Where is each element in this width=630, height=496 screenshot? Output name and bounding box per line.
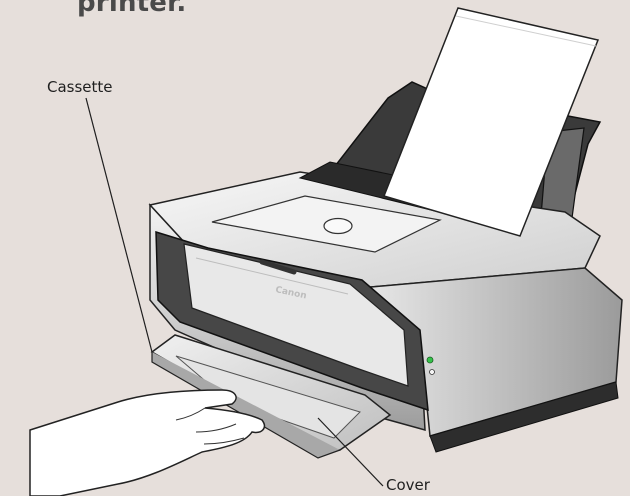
status-light <box>427 357 433 363</box>
cassette-label: Cassette <box>47 78 113 96</box>
header-text: printer. <box>77 0 187 18</box>
cover-label: Cover <box>386 476 430 494</box>
status-light-secondary <box>430 370 435 375</box>
cassette-leader-line <box>86 98 152 352</box>
power-button <box>324 219 352 234</box>
